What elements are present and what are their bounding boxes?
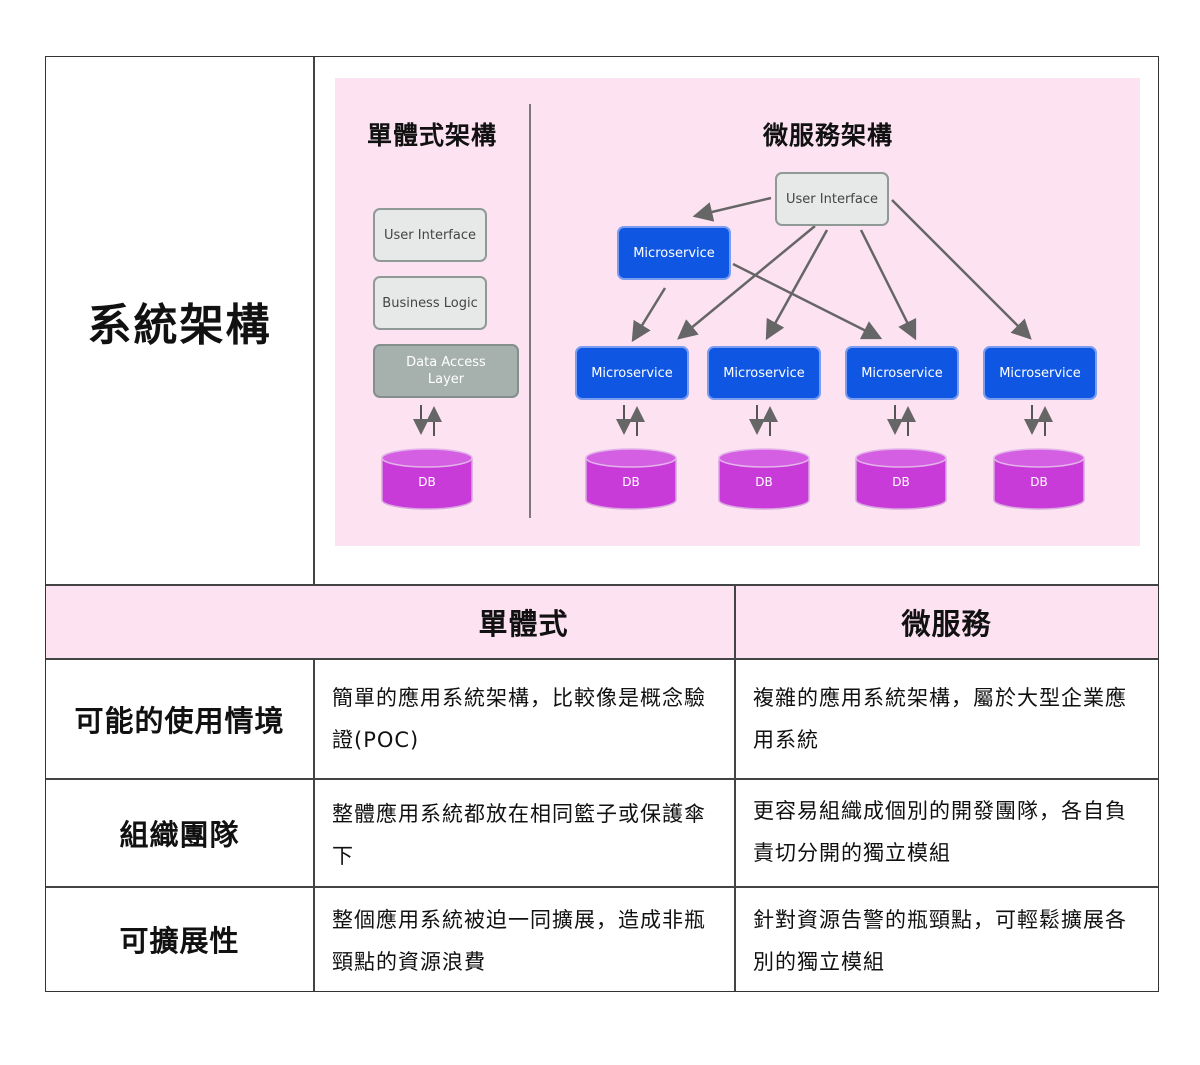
microservice-2: Microservice bbox=[707, 346, 821, 400]
cell-team-monolith: 整體應用系統都放在相同籃子或保護傘下 bbox=[332, 802, 706, 868]
cell-scalability-monolith: 整個應用系統被迫一同擴展，造成非瓶頸點的資源浪費 bbox=[332, 908, 706, 974]
table-frame bbox=[45, 56, 1159, 992]
diagram-lines bbox=[381, 104, 1085, 518]
architecture-row-label: 系統架構 bbox=[87, 299, 272, 351]
divider bbox=[46, 778, 1158, 780]
divider bbox=[46, 658, 1158, 660]
microservice-3: Microservice bbox=[845, 346, 959, 400]
db-cylinders bbox=[381, 448, 1085, 510]
db-label: DB bbox=[418, 475, 436, 489]
cell-use-case-monolith: 簡單的應用系統架構，比較像是概念驗證(POC) bbox=[332, 686, 706, 752]
micro-ui-box: User Interface bbox=[775, 172, 889, 226]
divider bbox=[46, 584, 1158, 586]
cell-team-micro: 更容易組織成個別的開發團隊，各自負責切分開的獨立模組 bbox=[753, 799, 1127, 865]
header-band bbox=[46, 585, 1158, 658]
arrow-ui-to-service-1 bbox=[677, 225, 816, 340]
cell-use-case-micro: 複雜的應用系統架構，屬於大型企業應用系統 bbox=[753, 686, 1127, 752]
header-monolith: 單體式 bbox=[478, 606, 569, 641]
db-cylinder bbox=[855, 448, 947, 510]
microservice-4: Microservice bbox=[983, 346, 1097, 400]
db-label: DB bbox=[1030, 475, 1048, 489]
architecture-diagram: 單體式架構 微服務架構 bbox=[335, 78, 1140, 546]
db-label: DB bbox=[892, 475, 910, 489]
arrow-ui-to-top-service bbox=[692, 196, 772, 222]
db-label: DB bbox=[622, 475, 640, 489]
monolith-layer-ui: User Interface bbox=[373, 208, 487, 262]
db-cylinder bbox=[381, 448, 473, 510]
arrow-ui-to-service-2 bbox=[765, 229, 829, 341]
monolith-layer-data: Data Access Layer bbox=[373, 344, 519, 398]
arrow-top-to-service-1 bbox=[631, 287, 667, 343]
microservice-1: Microservice bbox=[575, 346, 689, 400]
db-cylinder bbox=[718, 448, 810, 510]
divider bbox=[734, 585, 736, 991]
row-label-team: 組織團隊 bbox=[119, 817, 240, 852]
arrow-top-to-service-3 bbox=[732, 262, 883, 340]
arrow-ui-to-service-4 bbox=[891, 199, 1032, 340]
microservices-title: 微服務架構 bbox=[762, 121, 893, 150]
header-microservices: 微服務 bbox=[901, 606, 992, 641]
row-label-scalability: 可擴展性 bbox=[119, 924, 240, 958]
microservice-top: Microservice bbox=[617, 226, 731, 280]
arrow-ui-to-service-3 bbox=[859, 229, 917, 341]
divider bbox=[46, 886, 1158, 888]
monolith-title: 單體式架構 bbox=[366, 121, 497, 150]
cell-scalability-micro: 針對資源告警的瓶頸點，可輕鬆擴展各別的獨立模組 bbox=[753, 908, 1127, 974]
row-label-use-case: 可能的使用情境 bbox=[74, 703, 285, 738]
db-cylinder bbox=[993, 448, 1085, 510]
db-cylinder bbox=[585, 448, 677, 510]
divider bbox=[313, 658, 315, 991]
monolith-layer-business: Business Logic bbox=[373, 276, 487, 330]
divider bbox=[313, 57, 315, 585]
db-label: DB bbox=[755, 475, 773, 489]
